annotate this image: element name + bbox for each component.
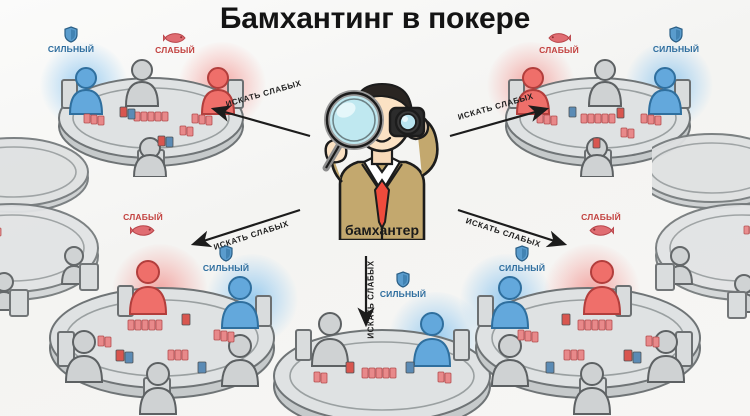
table-bottom-left bbox=[24, 244, 298, 416]
fish-icon bbox=[130, 225, 155, 236]
shield-icon bbox=[669, 26, 683, 43]
page-title: Бамхантинг в покере bbox=[219, 2, 531, 35]
edge-table-left-lower bbox=[0, 203, 99, 317]
magnifying-glass-icon bbox=[322, 90, 384, 172]
tag-label: СИЛЬНЫЙ bbox=[202, 263, 250, 273]
tag-weak-bottom-right: СЛАБЫЙ bbox=[566, 212, 636, 238]
tag-label: СИЛЬНЫЙ bbox=[498, 263, 546, 273]
fish-icon bbox=[589, 225, 614, 236]
edge-table-right-upper bbox=[652, 133, 750, 209]
tag-label: СИЛЬНЫЙ bbox=[652, 44, 700, 54]
tag-label: СЛАБЫЙ bbox=[539, 45, 579, 55]
tag-label: СЛАБЫЙ bbox=[155, 45, 195, 55]
tag-weak-top-left: СЛАБЫЙ bbox=[140, 32, 210, 55]
tag-label: СЛАБЫЙ bbox=[123, 212, 163, 222]
tag-label: СИЛЬНЫЙ bbox=[47, 44, 95, 54]
tag-label: СЛАБЫЙ bbox=[581, 212, 621, 222]
necktie bbox=[373, 178, 391, 231]
poker-table-graphic bbox=[475, 260, 701, 415]
shield-icon bbox=[515, 245, 529, 262]
tag-weak-bottom-left: СЛАБЫЙ bbox=[108, 212, 178, 238]
fish-icon bbox=[163, 33, 186, 43]
tag-strong-bottom-right: СИЛЬНЫЙ bbox=[487, 245, 557, 273]
tag-strong-bottom-left: СИЛЬНЫЙ bbox=[191, 245, 261, 273]
bumhunter-figure bbox=[296, 72, 468, 242]
arrow-down-center bbox=[357, 256, 375, 328]
binoculars-icon bbox=[388, 106, 426, 138]
arrow-bottom-left bbox=[190, 208, 301, 248]
tag-strong-bottom-center: СИЛЬНЫЙ bbox=[368, 271, 438, 299]
bumhunter-label: бамхантер bbox=[344, 222, 419, 238]
poker-table-graphic bbox=[273, 312, 491, 416]
edge-table-right-lower bbox=[655, 203, 750, 319]
shield-icon bbox=[219, 245, 233, 262]
poker-table-graphic bbox=[58, 59, 244, 177]
tag-label: СИЛЬНЫЙ bbox=[379, 289, 427, 299]
poker-table-graphic bbox=[49, 260, 275, 415]
arrow-bottom-right bbox=[457, 208, 568, 248]
shield-icon bbox=[396, 271, 410, 288]
